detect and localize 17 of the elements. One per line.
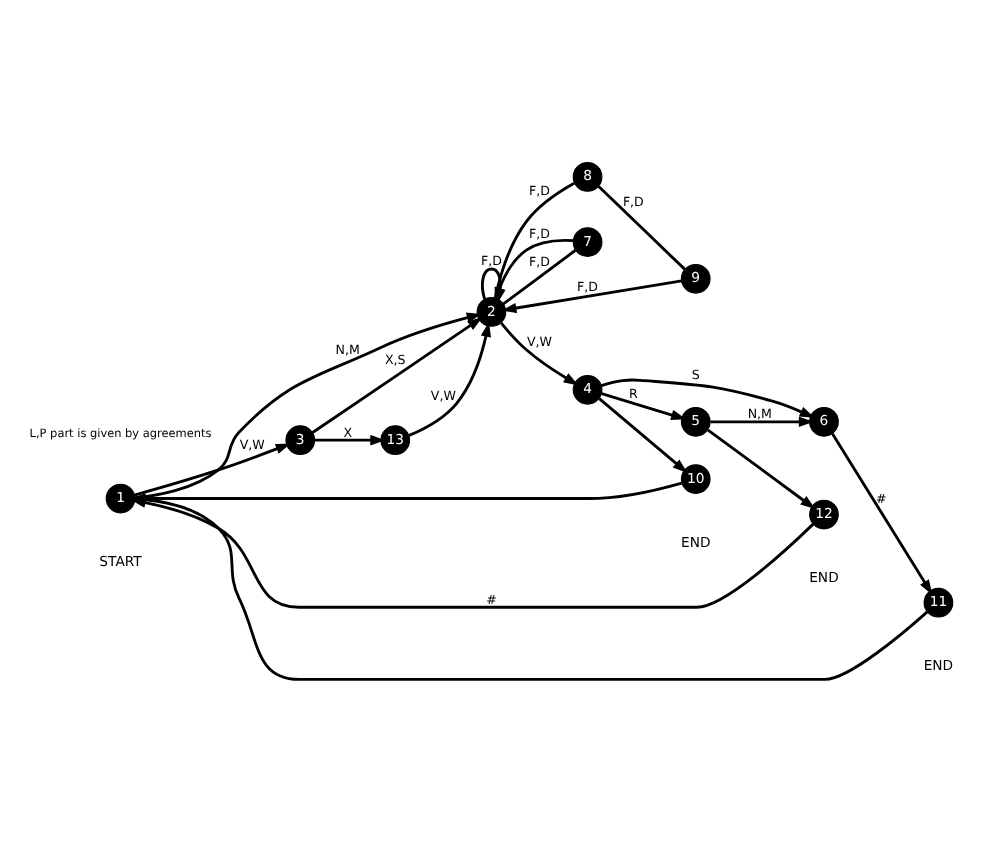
arrow	[407, 320, 491, 436]
arrow	[310, 316, 482, 433]
connector	[501, 248, 576, 305]
arrow	[498, 321, 578, 385]
arrow	[500, 278, 681, 313]
arrow	[129, 496, 814, 608]
connector	[596, 184, 685, 270]
arrow	[133, 442, 290, 496]
arrow	[599, 377, 814, 417]
arrow	[600, 391, 685, 419]
arrow	[706, 427, 815, 509]
connector	[492, 180, 574, 298]
arrow	[830, 431, 932, 594]
arrow	[709, 415, 813, 427]
arrow	[313, 433, 385, 445]
arrow	[133, 311, 481, 499]
arrow	[597, 396, 687, 473]
